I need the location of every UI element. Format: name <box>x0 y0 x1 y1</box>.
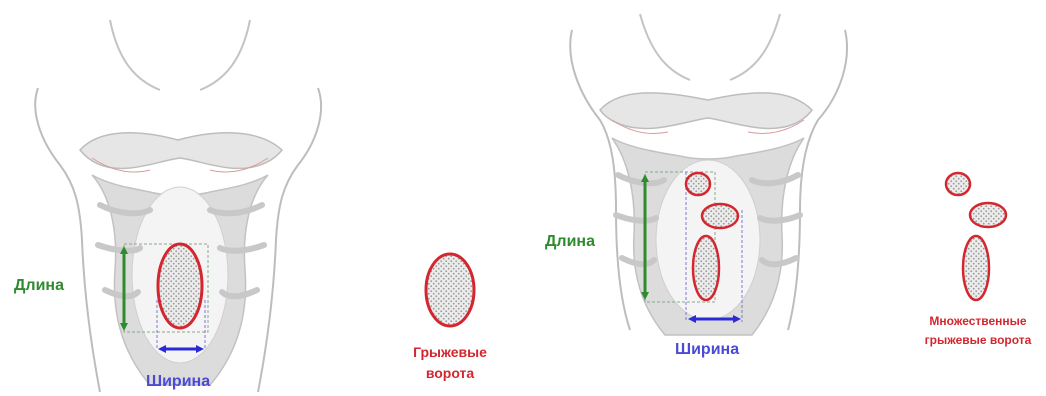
length-label-left: Длина <box>14 277 64 294</box>
hernia-oval-right-1 <box>686 173 710 195</box>
hernia-oval-left <box>158 244 202 328</box>
width-label-left: Ширина <box>146 373 210 390</box>
hernia-oval-standalone <box>426 254 474 326</box>
defect-label-left-line1: Грыжевые <box>413 344 487 360</box>
defect-label-left-line2: ворота <box>426 365 475 381</box>
hernia-oval-right-3 <box>693 236 719 300</box>
hernia-oval-right-2 <box>702 204 738 228</box>
hernia-oval-standalone-1 <box>946 173 970 195</box>
width-label-right: Ширина <box>675 341 739 358</box>
torso-illustration-left <box>35 20 321 392</box>
defect-label-right-line2: грыжевые ворота <box>925 333 1032 347</box>
hernia-oval-standalone-3 <box>963 236 989 300</box>
length-label-right: Длина <box>545 233 595 250</box>
defect-label-right-line1: Множественные <box>929 314 1026 328</box>
hernia-oval-standalone-2 <box>970 203 1006 227</box>
